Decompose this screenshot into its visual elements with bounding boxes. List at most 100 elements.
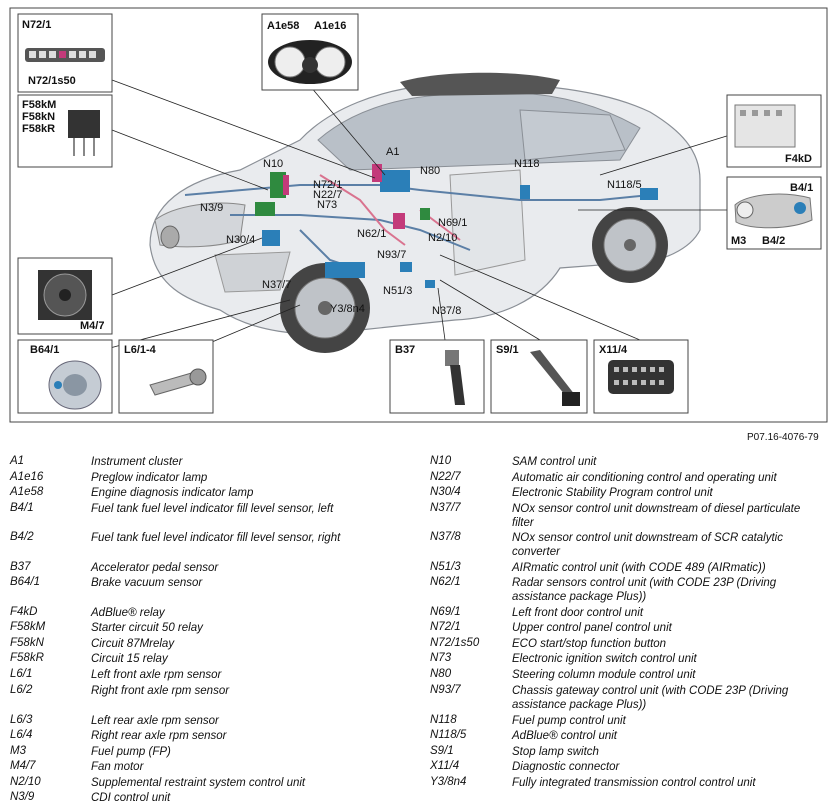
inset-fan-motor — [17, 257, 113, 335]
legend-description: Chassis gateway control unit (with CODE … — [512, 685, 789, 711]
label-m3: M3 — [731, 235, 746, 247]
legend-description: AdBlue® control unit — [512, 730, 618, 742]
legend-description: NOx sensor control unit downstream of di… — [512, 503, 801, 529]
legend-code: N10 — [430, 455, 452, 467]
legend-code: N2/10 — [10, 776, 41, 788]
inset-relay — [17, 94, 113, 168]
label-n118: N118 — [514, 158, 539, 170]
legend-description: Accelerator pedal sensor — [91, 562, 219, 574]
label-n62-1: N62/1 — [357, 228, 386, 240]
legend-description: CDI control unit — [91, 792, 171, 804]
legend-description: ECO start/stop function button — [512, 638, 667, 650]
inset-instrument-cluster — [261, 13, 359, 91]
legend-description: Radar sensors control unit (with CODE 23… — [512, 577, 777, 603]
label-n69-1: N69/1 — [438, 217, 467, 229]
legend-code: F58kN — [10, 637, 44, 649]
legend-description: Fuel pump control unit — [512, 715, 626, 727]
label-n72-1: N72/1 — [22, 19, 51, 31]
inset-n72-1 — [17, 13, 113, 93]
a1-unit — [380, 170, 410, 192]
legend-description: Fuel tank fuel level indicator fill leve… — [91, 532, 341, 544]
legend-code: M3 — [10, 745, 26, 757]
legend-code: N37/7 — [430, 502, 461, 514]
label-n72-1s50: N72/1s50 — [28, 75, 76, 87]
legend-code: A1e58 — [10, 486, 44, 498]
legend-code: X11/4 — [430, 760, 460, 772]
label-n2-10: N2/10 — [428, 232, 457, 244]
legend-description: Left rear axle rpm sensor — [91, 715, 219, 727]
label-n37-8: N37/8 — [432, 305, 461, 317]
legend-code: N93/7 — [430, 684, 461, 696]
legend-code: N118 — [430, 714, 457, 726]
legend-code: L6/4 — [10, 729, 33, 741]
legend-code: L6/3 — [10, 714, 33, 726]
legend-code: N72/1s50 — [430, 637, 480, 649]
inset-f4kd — [726, 94, 822, 168]
legend-description: Electronic ignition switch control unit — [512, 653, 697, 665]
legend-code: B64/1 — [10, 576, 41, 588]
label-n93-7: N93/7 — [377, 249, 406, 261]
label-n80: N80 — [420, 165, 440, 177]
label-x11-4: X11/4 — [599, 344, 628, 356]
legend-code: L6/2 — [10, 684, 33, 696]
legend-code: A1 — [10, 455, 25, 467]
legend-description: Right front axle rpm sensor — [91, 685, 230, 697]
label-f58kr: F58kR — [22, 123, 55, 135]
legend-description: Right rear axle rpm sensor — [91, 730, 227, 742]
legend-description: AIRmatic control unit (with CODE 489 (AI… — [512, 562, 766, 574]
legend-code: N62/1 — [430, 576, 461, 588]
label-n51-3: N51/3 — [383, 285, 412, 297]
legend-description: Electronic Stability Program control uni… — [512, 487, 713, 499]
legend-description: Starter circuit 50 relay — [91, 622, 203, 634]
label-s9-1: S9/1 — [496, 344, 519, 356]
legend-description: Diagnostic connector — [512, 761, 620, 773]
label-n22-7: N22/7 — [313, 189, 342, 201]
legend-description: Fully integrated transmission control co… — [512, 777, 756, 789]
legend-description: Steering column module control unit — [512, 669, 696, 681]
label-n3-9: N3/9 — [200, 202, 223, 214]
legend-code: L6/1 — [10, 668, 33, 680]
label-b4-1: B4/1 — [790, 182, 813, 194]
label-m4-7: M4/7 — [80, 320, 104, 332]
legend-description: Engine diagnosis indicator lamp — [91, 487, 254, 499]
legend-code: A1e16 — [10, 471, 44, 483]
label-n118-5: N118/5 — [607, 179, 642, 191]
legend-code: N30/4 — [430, 486, 461, 498]
inset-stop-lamp-switch — [490, 339, 588, 414]
leader-lines — [109, 79, 731, 349]
legend-description: Stop lamp switch — [512, 746, 599, 758]
legend-description: Upper control panel control unit — [512, 622, 672, 634]
legend-code: F4kD — [10, 606, 38, 618]
label-f4kd: F4kD — [785, 153, 812, 165]
label-n30-4: N30/4 — [226, 234, 255, 246]
legend-description: Automatic air conditioning control and o… — [512, 472, 777, 484]
legend-description: Instrument cluster — [91, 456, 183, 468]
label-n10: N10 — [263, 158, 283, 170]
legend-code: B37 — [10, 561, 31, 573]
inset-accelerator-pedal — [389, 339, 485, 414]
legend-code: N118/5 — [430, 729, 467, 741]
label-n73: N73 — [317, 199, 337, 211]
inset-diagnostic-connector — [593, 339, 689, 414]
legend-description: Circuit 15 relay — [91, 653, 168, 665]
legend-description: Brake vacuum sensor — [91, 577, 203, 589]
label-n37-7: N37/7 — [262, 279, 291, 291]
legend-code: Y3/8n4 — [430, 776, 467, 788]
legend-description: AdBlue® relay — [91, 607, 165, 619]
legend-code: N3/9 — [10, 791, 35, 803]
legend-description: Fuel tank fuel level indicator fill leve… — [91, 503, 334, 515]
legend-code: N69/1 — [430, 606, 461, 618]
legend-description: SAM control unit — [512, 456, 597, 468]
legend-description: Left front door control unit — [512, 607, 644, 619]
label-a1: A1 — [386, 146, 399, 158]
legend-description: Circuit 87Mrelay — [91, 638, 175, 650]
component-location-diagram: N72/1 N72/1s50 A1e58 A1e16 F58kM F58kN F… — [9, 7, 828, 423]
inset-brake-vacuum — [17, 339, 113, 414]
label-a1e58: A1e58 — [267, 20, 299, 32]
legend-code: N72/1 — [430, 621, 461, 633]
legend-code: F58kR — [10, 652, 44, 664]
legend-description: Fan motor — [91, 761, 144, 773]
label-b64-1: B64/1 — [30, 344, 59, 356]
figure-reference: P07.16-4076-79 — [747, 432, 819, 443]
label-f58kn: F58kN — [22, 111, 55, 123]
